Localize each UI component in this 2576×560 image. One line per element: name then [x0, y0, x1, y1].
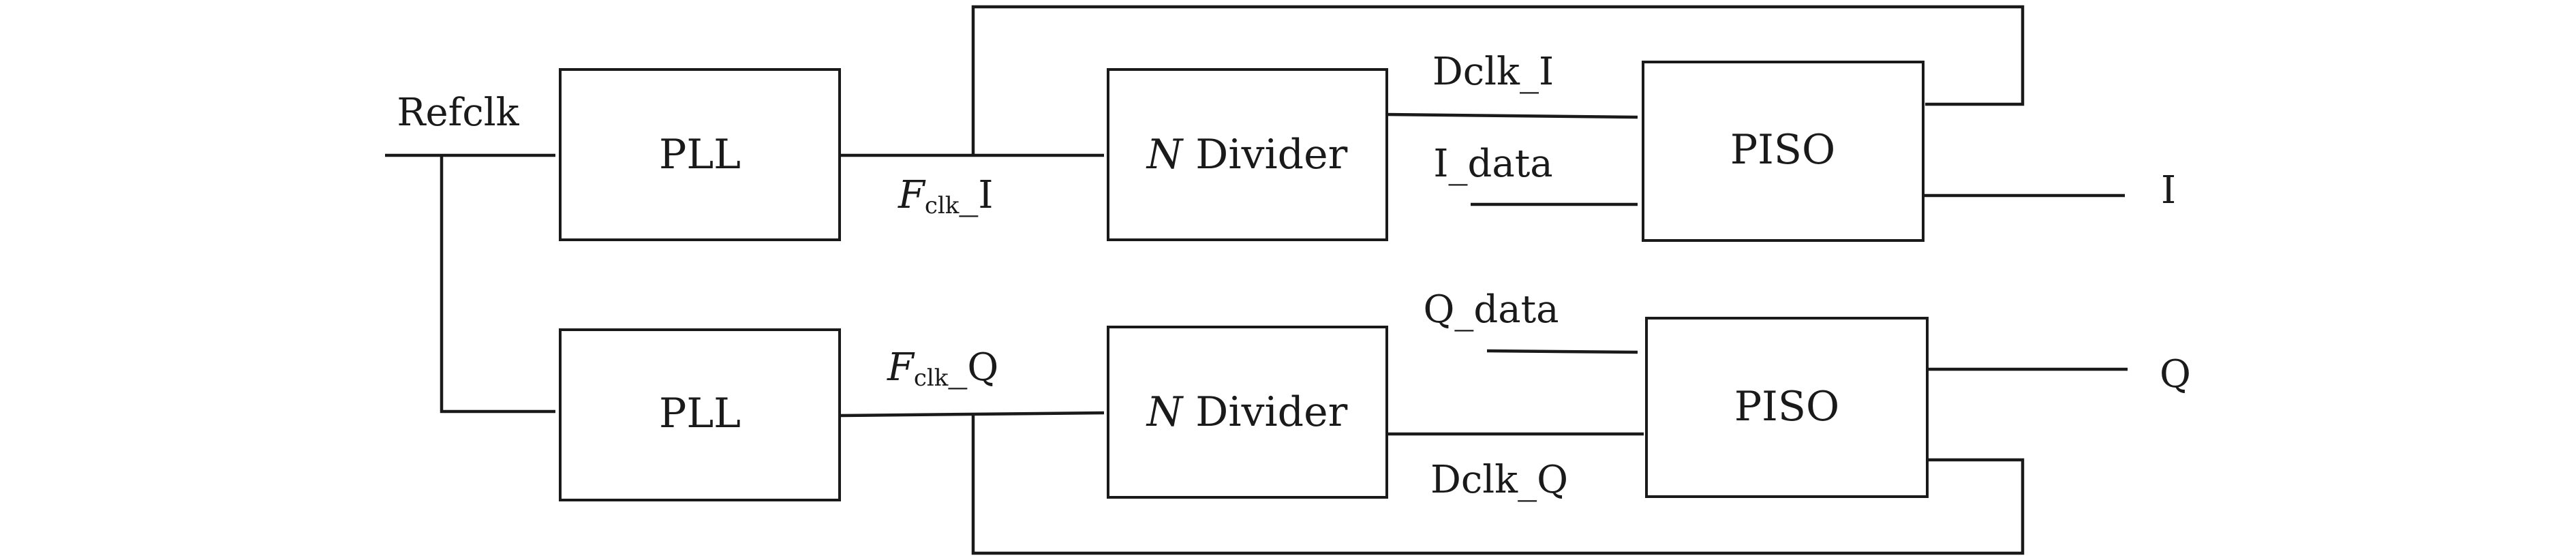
- dclk-q-label: Dclk_Q: [1430, 458, 1568, 502]
- pll-bottom-label: PLL: [659, 390, 741, 437]
- pll-bottom-block: PLL: [559, 328, 841, 501]
- n-divider-top-block: N Divider: [1107, 68, 1388, 241]
- pll-top-label: PLL: [659, 131, 741, 178]
- piso-top-block: PISO: [1642, 61, 1925, 242]
- output-q-label: Q: [2160, 352, 2191, 396]
- i-data-label: I_data: [1433, 142, 1552, 186]
- q-data-label: Q_data: [1423, 287, 1559, 332]
- n-divider-bottom-label: N Divider: [1146, 388, 1348, 436]
- piso-bottom-block: PISO: [1645, 317, 1929, 498]
- wire-feedback-top: [971, 5, 2025, 155]
- piso-bottom-label: PISO: [1734, 383, 1839, 431]
- piso-top-label: PISO: [1730, 126, 1835, 174]
- fclk-q-label: Fclk_Q: [887, 345, 998, 392]
- n-divider-top-label: N Divider: [1146, 131, 1348, 178]
- wire-feedback-bottom: [971, 414, 2025, 555]
- wire-dclk-i: [1386, 112, 1638, 119]
- fclk-i-label: Fclk_I: [898, 173, 994, 219]
- pll-top-block: PLL: [559, 68, 841, 241]
- output-i-label: I: [2161, 168, 2176, 213]
- wire-q-data: [1486, 349, 1638, 354]
- n-divider-bottom-block: N Divider: [1107, 326, 1388, 499]
- wires: [385, 5, 2128, 555]
- wire-refclk-to-pll-bottom: [440, 155, 555, 414]
- dclk-i-label: Dclk_I: [1432, 50, 1554, 94]
- refclk-label: Refclk: [397, 91, 519, 135]
